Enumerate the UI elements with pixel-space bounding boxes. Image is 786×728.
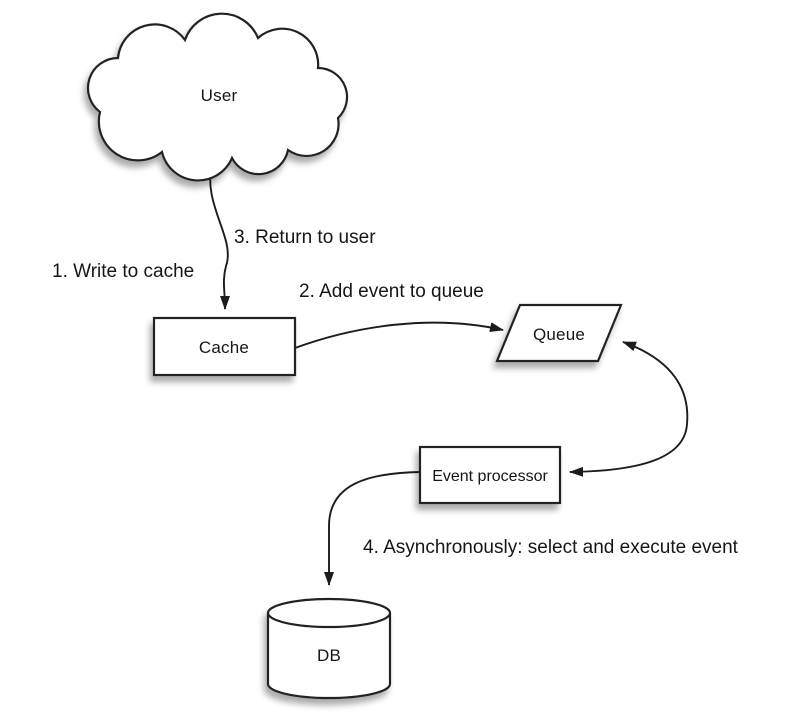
edge-cache-to-queue — [294, 321, 504, 349]
db-cylinder-top — [266, 597, 392, 629]
edge-processor-to-queue — [622, 341, 689, 425]
queue-label: Queue — [533, 325, 585, 344]
cloud-shape — [86, 12, 349, 182]
annotation-step4: 4. Asynchronously: select and execute ev… — [363, 537, 739, 558]
cache-shape — [152, 316, 297, 377]
node-event-processor: Event processor — [418, 445, 562, 505]
edge-queue-to-processor — [569, 423, 688, 477]
node-user: User — [86, 12, 349, 182]
queue-shape — [495, 303, 623, 363]
annotation-step3: 3. Return to user — [234, 227, 376, 248]
user-label: User — [201, 86, 238, 105]
event-processor-shape — [418, 445, 562, 505]
db-label: DB — [317, 646, 341, 665]
edge-processor-to-db — [324, 471, 421, 586]
node-cache: Cache — [152, 316, 297, 377]
db-cylinder-body — [266, 613, 392, 700]
annotation-step1: 1. Write to cache — [52, 261, 194, 282]
cache-label: Cache — [199, 338, 249, 357]
node-db: DB — [266, 597, 392, 700]
node-queue: Queue — [495, 303, 623, 363]
annotation-step2: 2. Add event to queue — [299, 281, 484, 302]
edge-user-to-cache — [209, 162, 230, 310]
event-processor-label: Event processor — [432, 468, 548, 485]
